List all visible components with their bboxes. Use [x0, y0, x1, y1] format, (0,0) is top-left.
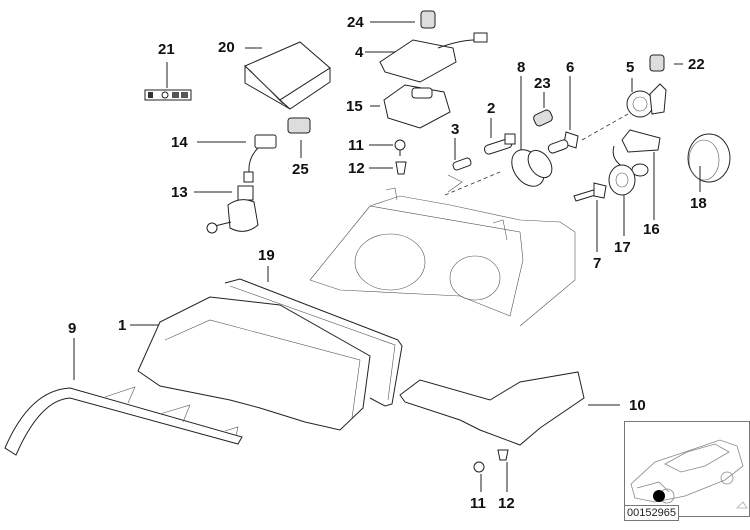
callout-1[interactable]: 1	[118, 317, 127, 334]
bulb-part	[483, 118, 516, 155]
callout-18[interactable]: 18	[690, 195, 707, 212]
screw-part-bottom	[473, 461, 485, 492]
callout-4[interactable]: 4	[355, 44, 364, 61]
control-unit-part	[370, 84, 451, 129]
socket-housing-part	[370, 10, 436, 29]
callout-10[interactable]: 10	[629, 397, 646, 414]
callout-15[interactable]: 15	[346, 98, 363, 115]
bulb-h7-part	[547, 76, 629, 154]
callout-9[interactable]: 9	[68, 320, 77, 337]
rubber-grommet-part	[608, 164, 636, 236]
connector-part	[287, 117, 311, 158]
callout-12-top[interactable]: 12	[348, 160, 365, 177]
callout-13[interactable]: 13	[171, 184, 188, 201]
catalog-number: 00152965	[624, 505, 679, 521]
xenon-bulb-part	[573, 182, 607, 252]
socket-part	[649, 54, 683, 72]
callout-8[interactable]: 8	[517, 59, 526, 76]
callout-21[interactable]: 21	[158, 41, 175, 58]
callout-22[interactable]: 22	[688, 56, 705, 73]
callout-6[interactable]: 6	[566, 59, 575, 76]
xenon-ignitor-part	[626, 78, 667, 118]
lower-bracket-part	[399, 371, 620, 446]
callout-7[interactable]: 7	[593, 255, 602, 272]
callout-17[interactable]: 17	[614, 239, 631, 256]
plug-part	[533, 92, 553, 127]
adjusting-motor-part	[194, 185, 259, 234]
repair-kit-box-part	[244, 41, 331, 110]
bracket-part	[365, 32, 488, 83]
vehicle-location-inset	[624, 421, 750, 517]
callout-3[interactable]: 3	[451, 121, 460, 138]
clip-nut-part-top	[369, 161, 407, 175]
rubber-cap-part	[511, 76, 553, 187]
callout-11-top[interactable]: 11	[348, 137, 364, 154]
callout-23[interactable]: 23	[534, 75, 551, 92]
headlight-housing-part	[309, 171, 576, 327]
warning-label-part	[144, 62, 192, 101]
callout-5[interactable]: 5	[626, 59, 635, 76]
headlight-lens-part	[130, 296, 371, 431]
callout-16[interactable]: 16	[643, 221, 660, 238]
callout-2[interactable]: 2	[487, 100, 496, 117]
callout-24[interactable]: 24	[347, 14, 364, 31]
trim-strip-part	[4, 338, 243, 456]
callout-19[interactable]: 19	[258, 247, 275, 264]
callout-12-bottom[interactable]: 12	[498, 495, 515, 512]
car-outline-icon	[630, 439, 748, 509]
bulb-holder-cable-part	[612, 129, 661, 220]
callout-14[interactable]: 14	[171, 134, 188, 151]
cover-cap-part	[687, 133, 731, 192]
callout-20[interactable]: 20	[218, 39, 235, 56]
location-marker-icon	[653, 490, 665, 502]
side-marker-bulb-part	[447, 138, 472, 193]
callout-11-bottom[interactable]: 11	[470, 495, 486, 512]
clip-nut-part-bottom	[497, 449, 509, 492]
screw-part-top	[369, 139, 406, 156]
callout-25[interactable]: 25	[292, 161, 309, 178]
wiring-connector-part	[197, 134, 277, 183]
